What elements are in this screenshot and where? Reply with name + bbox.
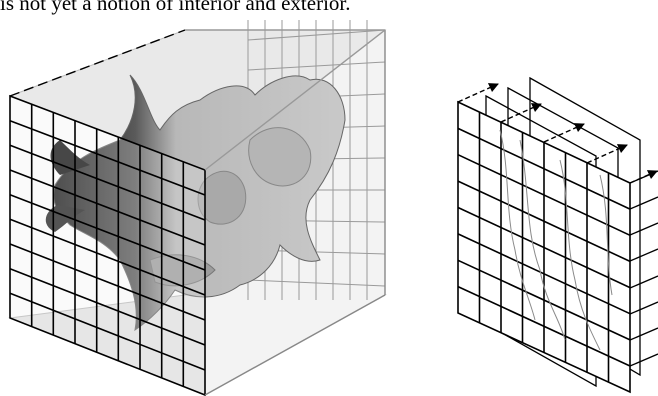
slice-front [458,102,630,392]
voxel-cube [10,20,385,395]
sweep-arrow-2 [501,104,541,122]
slice-depth-lines [630,171,658,366]
grid-slices [458,78,658,392]
